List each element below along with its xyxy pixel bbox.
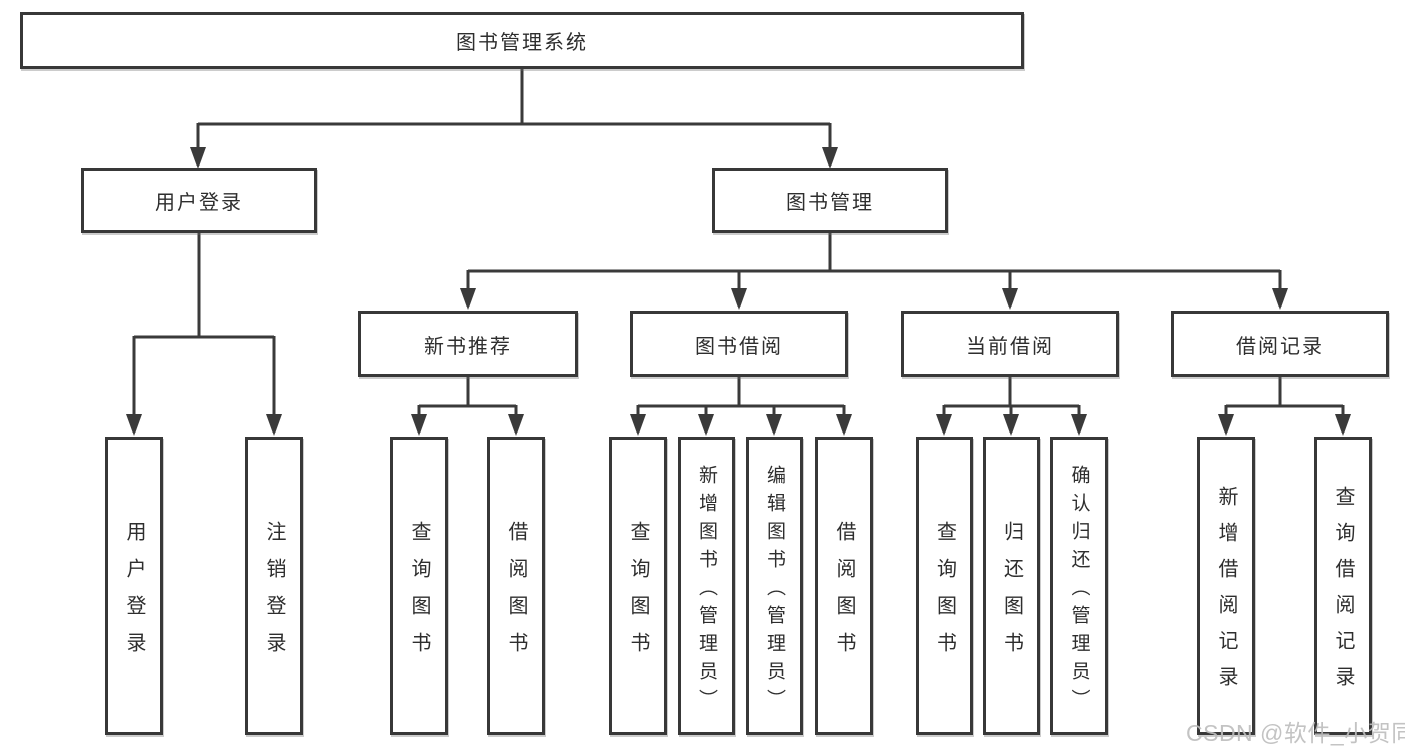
leaf-query-books-2: 查询图书 — [609, 437, 667, 735]
connector-new-book-to-leaves — [417, 377, 518, 433]
leaf-query-books-1-label: 查询图书 — [408, 520, 430, 669]
connector-borrow-record-to-leaves — [1224, 377, 1345, 433]
leaf-borrow-books-2: 借阅图书 — [815, 437, 873, 735]
connector-book-mgmt-to-level3 — [466, 233, 1282, 307]
csdn-watermark: CSDN @软件_小贺同学 — [1186, 720, 1405, 746]
arrowheads-leaves — [411, 414, 1351, 436]
connector-book-borrow-to-leaves — [636, 377, 846, 433]
leaf-query-borrow-record: 查询借阅记录 — [1314, 437, 1372, 735]
node-borrow-record: 借阅记录 — [1171, 311, 1389, 377]
leaf-add-borrow-record: 新增借阅记录 — [1197, 437, 1255, 735]
leaf-borrow-books-1-label: 借阅图书 — [505, 520, 527, 669]
node-user-login-label: 用户登录 — [155, 192, 243, 214]
arrowheads-user-login-leaves — [126, 414, 282, 436]
leaf-return-books-label: 归还图书 — [1000, 520, 1023, 669]
arrowheads-level3 — [460, 288, 1288, 310]
leaf-borrow-books-1: 借阅图书 — [487, 437, 545, 735]
leaf-return-books: 归还图书 — [983, 437, 1040, 735]
node-current-borrow-label: 当前借阅 — [966, 335, 1054, 358]
leaf-query-books-3: 查询图书 — [916, 437, 973, 735]
connector-current-borrow-to-leaves — [942, 377, 1081, 433]
leaf-add-books-admin-label: 新增图书（管理员） — [696, 464, 717, 717]
leaf-confirm-return-admin-label: 确认归还（管理员） — [1068, 464, 1090, 717]
leaf-add-borrow-record-label: 新增借阅记录 — [1215, 486, 1237, 702]
leaf-logout-label: 注销登录 — [263, 520, 285, 669]
leaf-query-books-2-label: 查询图书 — [627, 520, 649, 669]
connector-root-to-level2 — [196, 69, 832, 166]
node-root-label: 图书管理系统 — [456, 32, 588, 54]
node-book-borrow-label: 图书借阅 — [695, 335, 783, 358]
node-new-book-recommend-label: 新书推荐 — [424, 335, 512, 358]
leaf-logout: 注销登录 — [245, 437, 303, 735]
node-borrow-record-label: 借阅记录 — [1236, 335, 1324, 358]
leaf-query-books-1: 查询图书 — [390, 437, 448, 735]
node-book-management: 图书管理 — [712, 168, 948, 233]
node-user-login: 用户登录 — [81, 168, 317, 233]
node-book-borrow: 图书借阅 — [630, 311, 848, 377]
leaf-query-books-3-label: 查询图书 — [933, 520, 956, 669]
arrowheads-level2 — [190, 147, 838, 169]
node-book-management-label: 图书管理 — [786, 192, 874, 214]
leaf-add-books-admin: 新增图书（管理员） — [678, 437, 735, 735]
connector-user-login-to-leaves — [132, 233, 276, 433]
leaf-edit-books-admin: 编辑图书（管理员） — [746, 437, 803, 735]
leaf-user-login-label: 用户登录 — [123, 520, 145, 669]
node-new-book-recommend: 新书推荐 — [358, 311, 578, 377]
node-root: 图书管理系统 — [20, 12, 1024, 69]
leaf-confirm-return-admin: 确认归还（管理员） — [1050, 437, 1108, 735]
leaf-borrow-books-2-label: 借阅图书 — [833, 520, 855, 669]
leaf-query-borrow-record-label: 查询借阅记录 — [1332, 486, 1354, 702]
node-current-borrow: 当前借阅 — [901, 311, 1119, 377]
leaf-edit-books-admin-label: 编辑图书（管理员） — [764, 464, 785, 717]
leaf-user-login: 用户登录 — [105, 437, 163, 735]
